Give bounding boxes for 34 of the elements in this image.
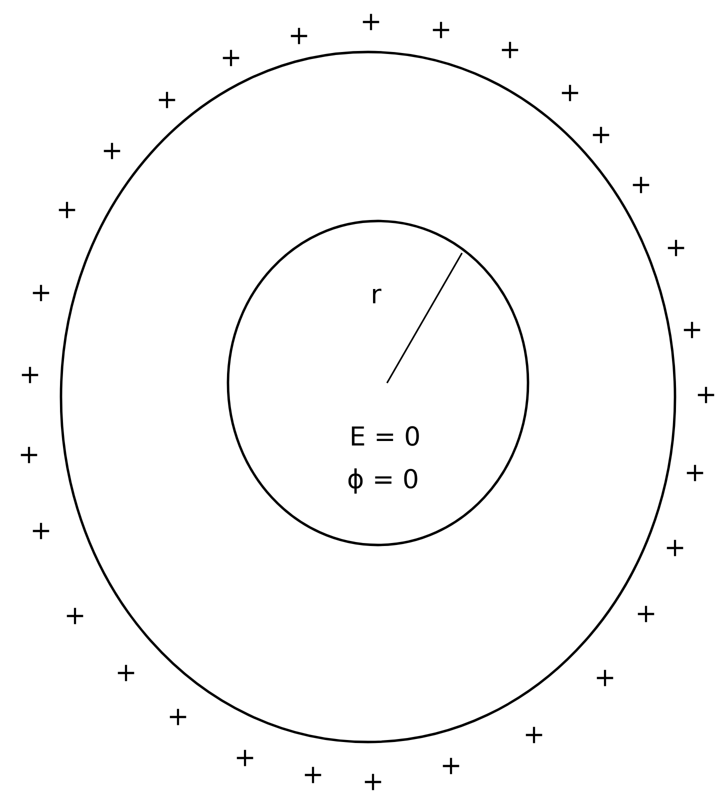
- field-label: E = 0: [352, 426, 419, 446]
- charge-sign: +: [290, 28, 308, 44]
- radius-label: r: [373, 288, 382, 304]
- charge-sign: +: [442, 758, 460, 774]
- charge-sign: +: [432, 22, 450, 38]
- charge-sign: +: [592, 126, 610, 144]
- charge-sign: +: [502, 42, 518, 58]
- charge-sign: +: [58, 202, 76, 218]
- charge-sign: +: [32, 284, 50, 302]
- charge-sign: +: [596, 670, 614, 686]
- charge-sign: +: [632, 176, 650, 194]
- charge-sign: +: [66, 608, 84, 624]
- charge-sign: +: [32, 522, 50, 540]
- charge-sign: +: [362, 14, 380, 30]
- charge-sign: +: [666, 540, 684, 556]
- charge-sign: +: [222, 50, 240, 66]
- charge-sign: +: [22, 366, 38, 384]
- charge-sign: +: [364, 774, 382, 790]
- charge-sign: +: [304, 766, 322, 784]
- charge-sign: +: [526, 726, 542, 744]
- charge-sign: +: [562, 84, 578, 102]
- charge-sign: +: [638, 606, 654, 622]
- charge-sign: +: [118, 664, 134, 682]
- charge-sign: +: [104, 142, 120, 160]
- charge-sign: +: [170, 708, 186, 726]
- charge-sign: +: [236, 750, 254, 766]
- charge-sign: +: [698, 386, 714, 404]
- charge-sign: +: [686, 464, 704, 482]
- charge-sign: +: [668, 240, 684, 256]
- inner-cavity: [226, 220, 530, 546]
- charge-sign: +: [684, 322, 700, 338]
- field-label: ϕ = 0: [348, 468, 418, 494]
- charge-sign: +: [158, 92, 176, 108]
- charge-sign: +: [20, 446, 38, 464]
